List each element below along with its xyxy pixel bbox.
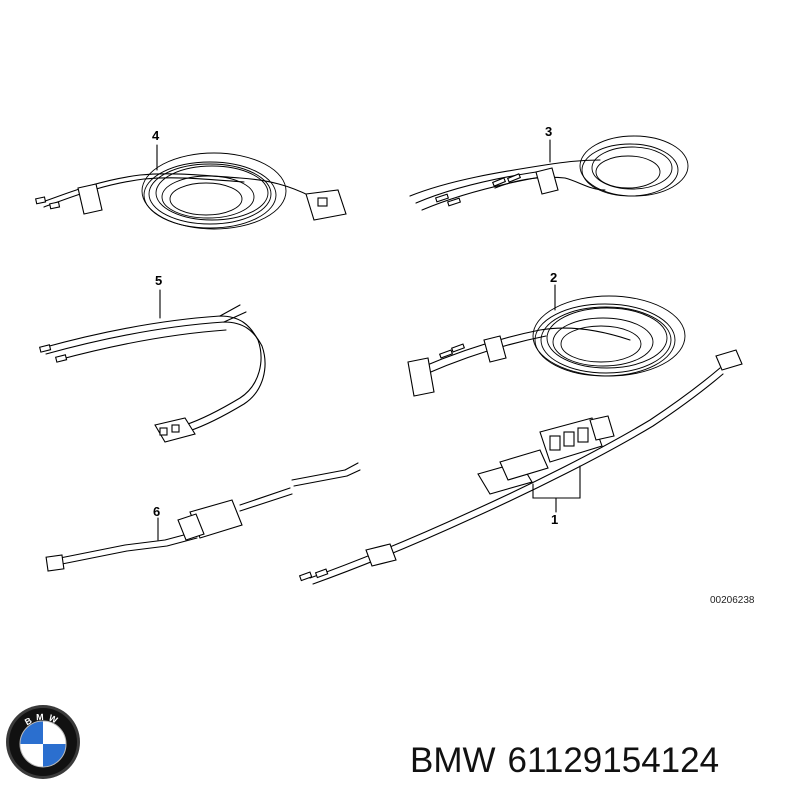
part-number: 61129154124 [507,741,720,780]
callout-4: 4 [152,128,160,143]
callout-1: 1 [551,512,558,527]
callout-2: 2 [550,270,557,285]
product-caption: BMW 61129154124 [410,736,731,786]
harness-part-3: 3 [409,124,689,211]
brand-name: BMW [410,741,496,780]
wiring-harness-diagram: 4 3 5 [35,124,755,606]
diagram-reference-code: 00206238 [710,595,755,606]
harness-part-2: 2 [407,270,686,397]
bmw-logo: BMW [6,705,80,779]
callout-6: 6 [153,504,160,519]
callout-3: 3 [545,124,552,139]
callout-5: 5 [155,273,162,288]
harness-part-4: 4 [35,128,347,230]
harness-part-5: 5 [38,273,266,443]
harness-part-6: 6 [45,462,361,572]
harness-part-1: 1 [298,349,743,585]
